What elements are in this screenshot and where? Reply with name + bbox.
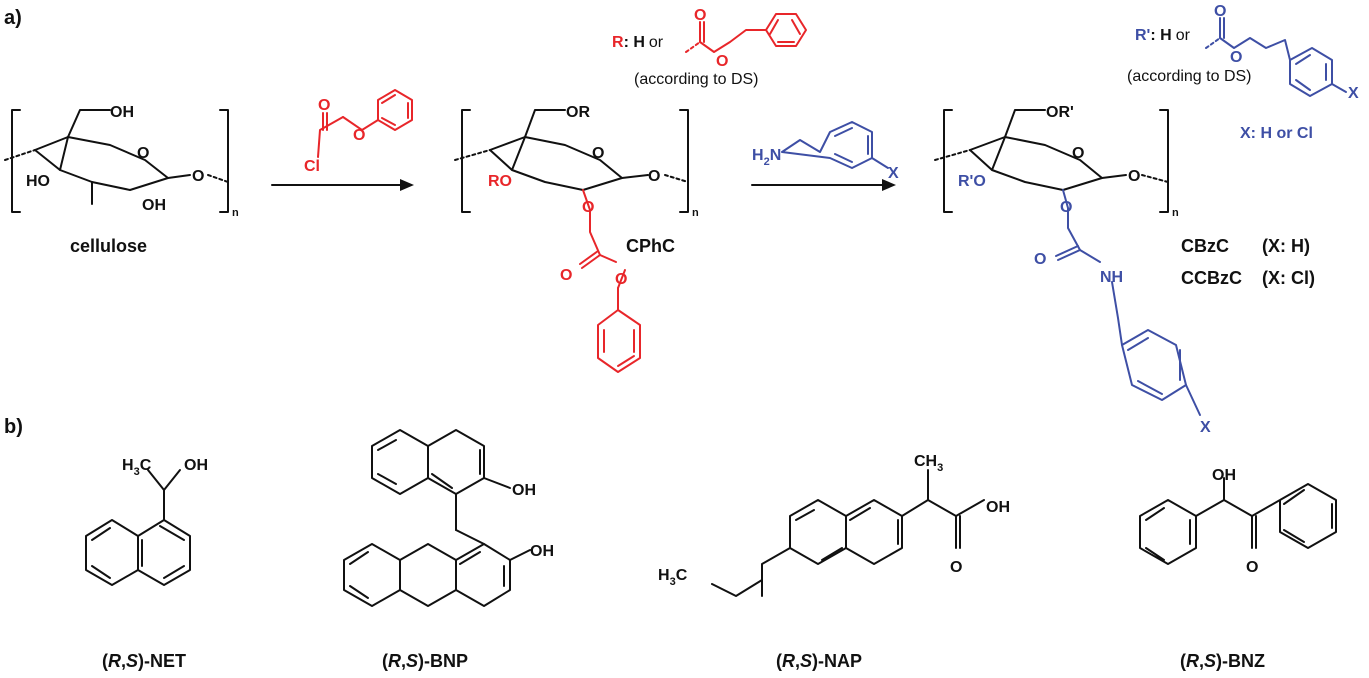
product-ring-o: O [1072,145,1084,162]
product-name-ccbzc-x: (X: Cl) [1262,268,1315,288]
bnp-oh2: OH [530,543,554,560]
rp-def-o2: O [1230,49,1242,66]
cphc-o-sub: O [582,199,594,216]
cphc-o-carbonyl: O [560,267,572,284]
r-def-o2: O [716,53,728,70]
nap-o: O [950,559,962,576]
reaction-arrow-2 [751,179,896,191]
r-def-o1: O [694,7,706,24]
product-link-o: O [1128,168,1140,185]
cellulose-n: n [232,207,239,219]
net-h3c: H3C [122,457,152,478]
cphc-name: CPhC [626,236,675,256]
cellulose-structure: OH HO OH O O n cellulose [4,104,239,256]
r-def-note: (according to DS) [634,71,759,88]
cphc-ring-o: O [592,145,604,162]
product-ro-left: R'O [958,173,986,190]
amine-h2n: H2N [752,147,781,168]
cphc-ro-left: RO [488,173,512,190]
bnp-label: (R,S)-BNP [382,651,468,671]
reagent1-o-carbonyl: O [318,97,330,114]
product-n: n [1172,207,1179,219]
product-name-ccbzc: CCBzC [1181,268,1242,288]
product-x: X [1200,419,1211,436]
rp-def-o1: O [1214,3,1226,20]
bnp-oh1: OH [512,482,536,499]
bnz-structure: OH O (R,S)-BNZ [1139,467,1337,671]
reagent1-o-ester: O [353,127,365,144]
bnz-o: O [1246,559,1258,576]
nap-structure: CH3 OH O H3C (R,S)-NAP [658,453,1010,671]
reagent-phenyl-chloroformate: Cl O O [304,89,413,175]
rp-def-x: X [1348,85,1359,102]
product-o-carbonyl: O [1034,251,1046,268]
product-nh: NH [1100,269,1123,286]
cphc-structure: OR RO O O n O O O CPhC [454,104,699,373]
cellulose-oh-bottom: OH [142,197,166,214]
cellulose-oh-top: OH [110,104,134,121]
net-oh: OH [184,457,208,474]
product-name-cbzc: CBzC [1181,236,1229,256]
cellulose-ring-o: O [137,145,149,162]
nap-label: (R,S)-NAP [776,651,862,671]
left-bracket-1 [11,109,21,213]
cellulose-link-o: O [192,168,204,185]
panel-a-label: a) [4,7,22,29]
reaction-arrow-1 [271,179,414,191]
cphc-or-top: OR [566,104,590,121]
net-structure: H3C OH (R,S)-NET [85,457,208,671]
nap-oh: OH [986,499,1010,516]
cphc-n: n [692,207,699,219]
product-o-sub: O [1060,199,1072,216]
x-definition: X: H or Cl [1240,125,1313,142]
nap-h3c: H3C [658,567,688,588]
right-bracket-1 [219,109,229,213]
product-structure: OR' R'O O O n O O NH X CBzC (X: H) CCBzC… [934,104,1315,436]
panel-b-label: b) [4,416,23,438]
bnp-structure: OH OH (R,S)-BNP [343,429,554,671]
cphc-link-o: O [648,168,660,185]
nap-ch3: CH3 [914,453,943,474]
net-label: (R,S)-NET [102,651,186,671]
product-or-top: OR' [1046,104,1074,121]
cellulose-ho-left: HO [26,173,50,190]
cellulose-name: cellulose [70,236,147,256]
product-name-cbzc-x: (X: H) [1262,236,1310,256]
rp-def-note: (according to DS) [1127,68,1252,85]
amine-x: X [888,165,899,182]
reagent-benzylamine: H2N X [752,121,899,182]
bnz-oh: OH [1212,467,1236,484]
cphc-o-ester: O [615,271,627,288]
reagent1-cl: Cl [304,158,320,175]
bnz-label: (R,S)-BNZ [1180,651,1265,671]
